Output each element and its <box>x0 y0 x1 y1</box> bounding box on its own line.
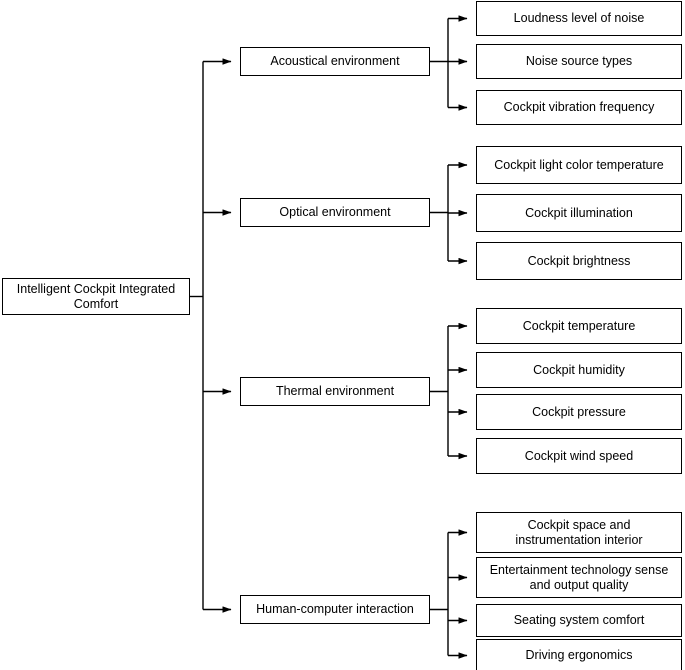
node-leaf-cockpit-temperature[interactable]: Cockpit temperature <box>476 308 682 344</box>
node-leaf-cockpit-light-color-temperature[interactable]: Cockpit light color temperature <box>476 146 682 184</box>
node-leaf-cockpit-pressure[interactable]: Cockpit pressure <box>476 394 682 430</box>
node-leaf-label: Cockpit humidity <box>533 362 625 377</box>
node-leaf-cockpit-humidity[interactable]: Cockpit humidity <box>476 352 682 388</box>
node-leaf-entertainment-technology-sense-and-output-quality[interactable]: Entertainment technology sense and outpu… <box>476 557 682 598</box>
node-leaf-cockpit-wind-speed[interactable]: Cockpit wind speed <box>476 438 682 474</box>
node-leaf-label: Loudness level of noise <box>513 11 645 26</box>
node-branch-hci-label: Human-computer interaction <box>256 602 414 617</box>
node-leaf-label: Cockpit space and instrumentation interi… <box>515 518 643 547</box>
node-branch-thermal[interactable]: Thermal environment <box>240 377 430 406</box>
node-leaf-label: Cockpit wind speed <box>524 448 634 463</box>
node-leaf-label: Cockpit temperature <box>522 318 636 333</box>
node-leaf-label: Cockpit illumination <box>525 205 633 220</box>
node-root-label: Intelligent Cockpit Integrated Comfort <box>16 282 176 311</box>
node-branch-acoustical-label: Acoustical environment <box>270 54 400 69</box>
node-branch-thermal-label: Thermal environment <box>275 384 395 399</box>
node-leaf-cockpit-brightness[interactable]: Cockpit brightness <box>476 242 682 280</box>
node-leaf-label: Cockpit vibration frequency <box>503 100 655 115</box>
node-leaf-seating-system-comfort[interactable]: Seating system comfort <box>476 604 682 637</box>
node-branch-optical[interactable]: Optical environment <box>240 198 430 227</box>
node-leaf-label: Noise source types <box>525 54 633 69</box>
node-leaf-label: Cockpit brightness <box>527 253 631 268</box>
node-leaf-label: Seating system comfort <box>513 613 645 628</box>
node-root[interactable]: Intelligent Cockpit Integrated Comfort <box>2 278 190 315</box>
node-leaf-cockpit-space-and-instrumentation-interior[interactable]: Cockpit space and instrumentation interi… <box>476 512 682 553</box>
node-branch-human-computer-interaction[interactable]: Human-computer interaction <box>240 595 430 624</box>
node-leaf-driving-ergonomics[interactable]: Driving ergonomics <box>476 639 682 670</box>
node-leaf-label: Driving ergonomics <box>525 648 633 663</box>
node-branch-optical-label: Optical environment <box>279 205 391 220</box>
node-leaf-label: Cockpit light color temperature <box>494 157 664 172</box>
node-leaf-label: Entertainment technology sense and outpu… <box>489 563 669 592</box>
node-leaf-loudness-level-of-noise[interactable]: Loudness level of noise <box>476 1 682 36</box>
node-leaf-cockpit-vibration-frequency[interactable]: Cockpit vibration frequency <box>476 90 682 125</box>
node-leaf-cockpit-illumination[interactable]: Cockpit illumination <box>476 194 682 232</box>
node-leaf-label: Cockpit pressure <box>532 404 626 419</box>
node-branch-acoustical[interactable]: Acoustical environment <box>240 47 430 76</box>
node-leaf-noise-source-types[interactable]: Noise source types <box>476 44 682 79</box>
